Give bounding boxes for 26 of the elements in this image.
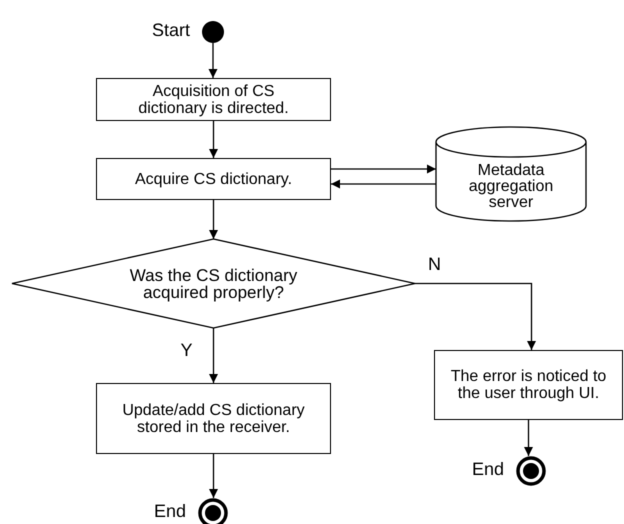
terminal-label: End: [472, 459, 504, 479]
step-text: Acquisition of CS dictionary is directed.: [137, 82, 290, 116]
arrow: [331, 164, 436, 174]
step-text: Metadata aggregation server: [468, 163, 554, 211]
arrow: [524, 420, 533, 456]
process-box: [96, 158, 331, 200]
process-box: [96, 383, 331, 454]
database-cylinder: [436, 127, 586, 221]
question-text: Was the CS dictionary acquired properly?: [128, 266, 298, 300]
arrow: [208, 43, 218, 78]
end-circle: [516, 456, 546, 486]
arrow: [209, 200, 218, 239]
step-text: Update/add CS dictionary stored in the receiver.: [121, 402, 306, 436]
process-box: [434, 350, 623, 420]
arrow: [331, 180, 436, 188]
step-text: The error is noticed to the user through UI.: [450, 368, 608, 402]
decision-diamond: [12, 239, 415, 328]
arrow: [209, 454, 218, 498]
terminal-label: Start: [152, 20, 190, 40]
arrow: [415, 282, 536, 350]
arrow: [209, 328, 218, 383]
start-circle: [202, 21, 224, 43]
process-box: [96, 78, 331, 121]
terminal-label: End: [154, 501, 186, 521]
arrow: [209, 121, 218, 158]
step-text: Acquire CS dictionary.: [134, 170, 292, 188]
